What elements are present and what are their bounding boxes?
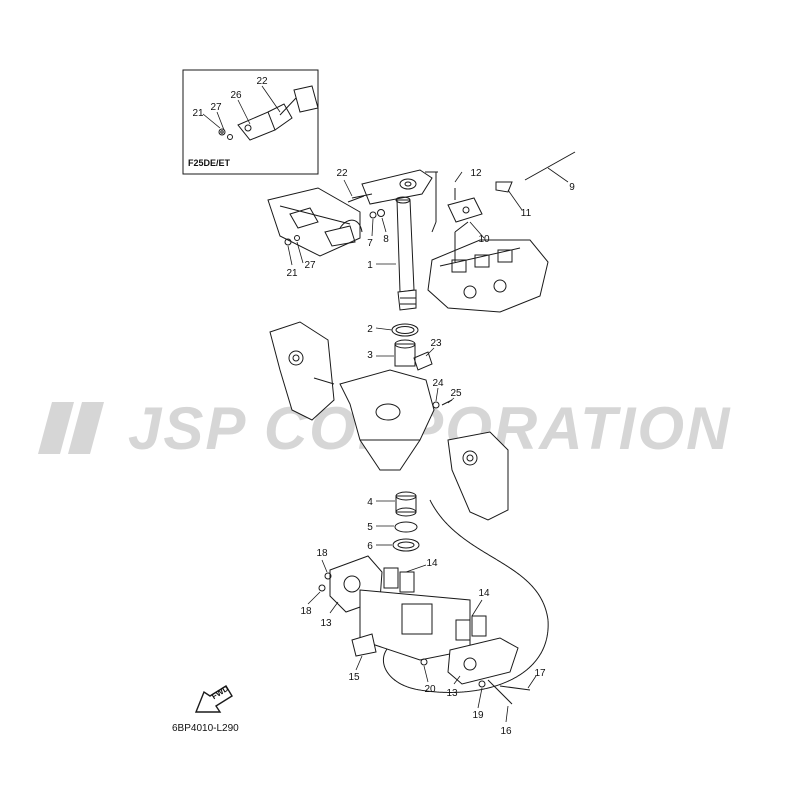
bushing-3 <box>394 339 416 367</box>
rubber-mount-14b <box>455 615 487 641</box>
lower-case <box>359 589 471 661</box>
callout-c14b: 14 <box>478 588 490 599</box>
callout-c23: 23 <box>430 338 442 349</box>
watermark-logo-mark <box>38 402 104 454</box>
bushing-4 <box>395 491 417 517</box>
leader-lines <box>202 85 569 723</box>
washer-19 <box>478 680 486 688</box>
callout-c3: 3 <box>367 350 373 361</box>
inset-bracket <box>218 85 319 141</box>
callout-c9: 9 <box>569 182 575 193</box>
callout-c4: 4 <box>367 497 373 508</box>
diagram-code: 6BP4010-L290 <box>172 723 239 734</box>
callout-c17: 17 <box>534 668 546 679</box>
callout-c22i: 22 <box>256 76 268 87</box>
washer-27 <box>294 235 300 241</box>
callout-c8: 8 <box>383 234 389 245</box>
callout-c21i: 21 <box>192 108 204 119</box>
cover-15 <box>351 633 377 657</box>
callout-c21: 21 <box>286 268 298 279</box>
callout-c15: 15 <box>348 672 360 683</box>
callout-c7: 7 <box>367 238 373 249</box>
callout-c14a: 14 <box>426 558 438 569</box>
callout-c16: 16 <box>500 726 512 737</box>
callout-c5: 5 <box>367 522 373 533</box>
screw-20 <box>420 658 428 666</box>
clamp-bracket-starboard <box>447 431 509 521</box>
callout-c20: 20 <box>424 684 436 695</box>
o-ring-5 <box>394 521 418 533</box>
lower-mount-starboard-13 <box>447 637 519 685</box>
callout-c6: 6 <box>367 541 373 552</box>
callout-c1: 1 <box>367 260 373 271</box>
fwd-arrow-icon <box>194 685 233 713</box>
bottom-cowling <box>427 221 549 313</box>
washer-7 <box>369 211 377 219</box>
callout-c25: 25 <box>450 388 462 399</box>
plate-23 <box>413 351 433 371</box>
steering-shaft <box>395 196 417 311</box>
callout-c2: 2 <box>367 324 373 335</box>
callout-c27: 27 <box>304 260 316 271</box>
washer-24 <box>432 401 440 409</box>
callout-c11: 11 <box>521 208 532 219</box>
steering-arm <box>267 187 363 257</box>
callout-c12: 12 <box>470 168 482 179</box>
nut-21 <box>284 238 292 246</box>
callout-c18b: 18 <box>300 606 312 617</box>
callout-c18a: 18 <box>316 548 328 559</box>
bolt-16 <box>487 679 513 705</box>
callout-c27i: 27 <box>210 102 222 113</box>
clamp-bracket-port <box>269 321 335 421</box>
callout-c10: 10 <box>478 234 490 245</box>
callout-c22: 22 <box>336 168 348 179</box>
nut-18b <box>318 584 326 592</box>
bolt-17 <box>499 685 531 691</box>
inset-box <box>182 69 319 175</box>
callout-c26: 26 <box>230 90 242 101</box>
callout-c13a: 13 <box>320 618 332 629</box>
clamp-11 <box>495 181 513 193</box>
inset-label: F25DE/ET <box>188 158 231 168</box>
swivel-bracket <box>339 369 435 471</box>
bolt-22 <box>347 195 365 203</box>
callout-c24: 24 <box>432 378 444 389</box>
callout-c19: 19 <box>472 710 484 721</box>
bracket-10 <box>447 197 483 223</box>
steering-lever <box>351 169 438 233</box>
nut-8 <box>377 209 385 217</box>
washer-6 <box>392 538 420 552</box>
callout-c13b: 13 <box>446 688 458 699</box>
nut-18a <box>324 572 332 580</box>
cable-loop <box>383 499 549 693</box>
rod-9 <box>524 151 576 181</box>
rubber-mount-14a <box>383 567 415 593</box>
